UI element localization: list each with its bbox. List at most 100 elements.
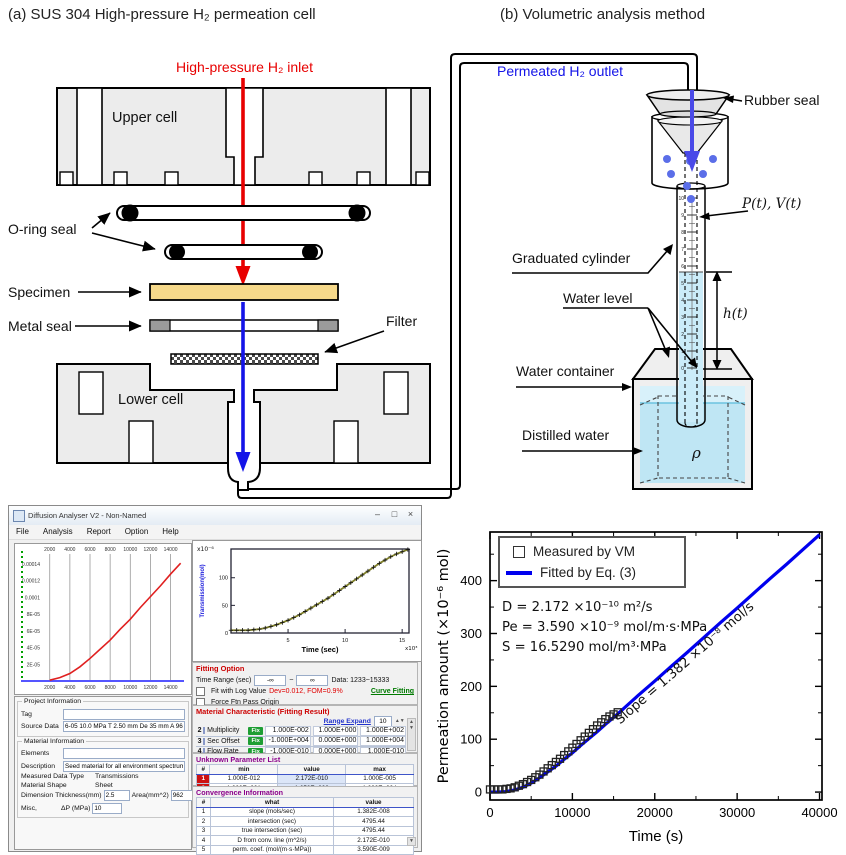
fitting-option-section: Fitting Option Time Range (sec) ~ Data: … — [192, 662, 418, 707]
ht-label: h(t) — [723, 306, 748, 322]
dp-input[interactable] — [92, 802, 123, 814]
distilled-water-label: Distilled water — [522, 427, 610, 443]
annotation-pe: Pe = 3.590 ×10⁻⁹ mol/m·s·MPa — [502, 620, 708, 635]
h2-outlet-label: Permeated H₂ outlet — [497, 63, 624, 79]
tube-inner-line — [247, 62, 689, 490]
convergence-scroll-arrow[interactable]: ▼ — [407, 837, 416, 846]
rubber-seal-label: Rubber seal — [744, 92, 820, 108]
measured-data-type-value: Transmissions — [95, 773, 139, 780]
svg-text:0: 0 — [681, 366, 684, 372]
project-information-group: Project Information Tag Source Data — [17, 698, 189, 737]
svg-text:50: 50 — [222, 603, 228, 609]
svg-text:0: 0 — [475, 785, 482, 800]
svg-text:15: 15 — [399, 638, 405, 644]
menu-item-file[interactable]: File — [16, 527, 29, 536]
menu-item-option[interactable]: Option — [124, 527, 149, 536]
range-expand-link[interactable]: Range Expand — [323, 717, 371, 725]
spinner-arrows[interactable]: ▲▼ — [394, 718, 405, 724]
menu-item-help[interactable]: Help — [162, 527, 179, 536]
convergence-header: Convergence Information — [196, 788, 284, 797]
source-data-input[interactable] — [63, 721, 185, 732]
chart-legend: Measured by VM Fitted by Eq. (3) — [498, 536, 686, 588]
source-data-label: Source Data — [21, 723, 59, 730]
line-marker-icon — [506, 570, 532, 575]
menu-item-report[interactable]: Report — [86, 527, 111, 536]
svg-text:6000: 6000 — [84, 685, 95, 691]
ht-dimension — [703, 271, 732, 370]
svg-text:4000: 4000 — [64, 547, 75, 553]
svg-text:20000: 20000 — [637, 805, 673, 820]
svg-text:200: 200 — [460, 679, 482, 694]
diffusion-analyser-window: Diffusion Analyser V2 - Non-Named – □ × … — [8, 505, 422, 855]
y-axis-title: Permeation amount (×10⁻⁶ mol) — [436, 548, 452, 784]
thickness-input[interactable] — [103, 790, 130, 801]
water-container-label: Water container — [516, 363, 615, 379]
fit-log-checkbox[interactable] — [196, 687, 205, 696]
upper-cell-label: Upper cell — [112, 110, 178, 126]
svg-text:100: 100 — [219, 576, 228, 582]
material-characteristic-section: Material Characteristic (Fitting Result)… — [192, 705, 418, 758]
svg-text:7: 7 — [681, 247, 684, 253]
svg-text:12000: 12000 — [143, 547, 157, 553]
svg-text:x10⁻⁶: x10⁻⁶ — [197, 546, 214, 553]
annotation-s: S = 16.5290 mol/m³·MPa — [502, 640, 667, 655]
description-input[interactable] — [63, 760, 185, 772]
minimize-button[interactable]: – — [374, 509, 380, 519]
svg-text:10000: 10000 — [123, 685, 137, 691]
svg-text:8: 8 — [681, 230, 684, 236]
specimen-shape — [149, 283, 339, 301]
square-marker-icon — [513, 545, 525, 558]
menu-item-analysis[interactable]: Analysis — [42, 527, 73, 536]
elements-input[interactable] — [63, 748, 185, 759]
svg-text:2: 2 — [681, 332, 684, 338]
fix-button[interactable]: Fix — [248, 747, 264, 756]
o-ring-seal-label: O-ring seal — [8, 221, 77, 237]
fix-button[interactable]: Fix — [248, 726, 264, 735]
fix-button[interactable]: Fix — [248, 737, 264, 746]
measured-data-type-label: Measured Data Type — [21, 773, 84, 780]
svg-text:0: 0 — [486, 805, 493, 820]
svg-text:300: 300 — [460, 626, 482, 641]
legend-fitted-label: Fitted by Eq. (3) — [540, 565, 637, 580]
window-titlebar[interactable]: Diffusion Analyser V2 - Non-Named – □ × — [9, 506, 421, 526]
water-level-label: Water level — [563, 290, 633, 306]
svg-text:Time (sec): Time (sec) — [302, 645, 339, 654]
lower-cell-shape — [56, 363, 431, 491]
svg-text:Transmission(mol): Transmission(mol) — [200, 564, 206, 617]
time-range-to-input[interactable] — [296, 674, 329, 686]
svg-text:9: 9 — [681, 213, 684, 219]
material-scrollbar[interactable]: ▲▼ — [407, 718, 416, 751]
time-range-from-input[interactable] — [254, 674, 287, 686]
tag-input[interactable] — [63, 708, 185, 720]
close-button[interactable]: × — [407, 509, 414, 519]
annotation-d: D = 2.172 ×10⁻¹⁰ m²/s — [502, 600, 653, 615]
svg-text:2E-05: 2E-05 — [27, 662, 41, 668]
svg-text:10: 10 — [342, 638, 348, 644]
group-label: Material Information — [22, 737, 87, 745]
svg-text:10000: 10000 — [554, 805, 590, 820]
legend-measured-label: Measured by VM — [533, 544, 636, 559]
maximize-button[interactable]: □ — [391, 509, 398, 519]
svg-text:6000: 6000 — [84, 547, 95, 553]
graduated-cylinder-label: Graduated cylinder — [512, 250, 631, 266]
curve-fitting-link[interactable]: Curve Fitting — [370, 688, 414, 695]
svg-text:14000: 14000 — [164, 685, 178, 691]
h2-inlet-arrow — [235, 78, 251, 286]
rubber-seal-shape — [645, 89, 731, 118]
material-header: Material Characteristic (Fitting Result) — [196, 707, 330, 716]
left-plot: 2000200040004000600060008000800010000100… — [21, 547, 184, 691]
